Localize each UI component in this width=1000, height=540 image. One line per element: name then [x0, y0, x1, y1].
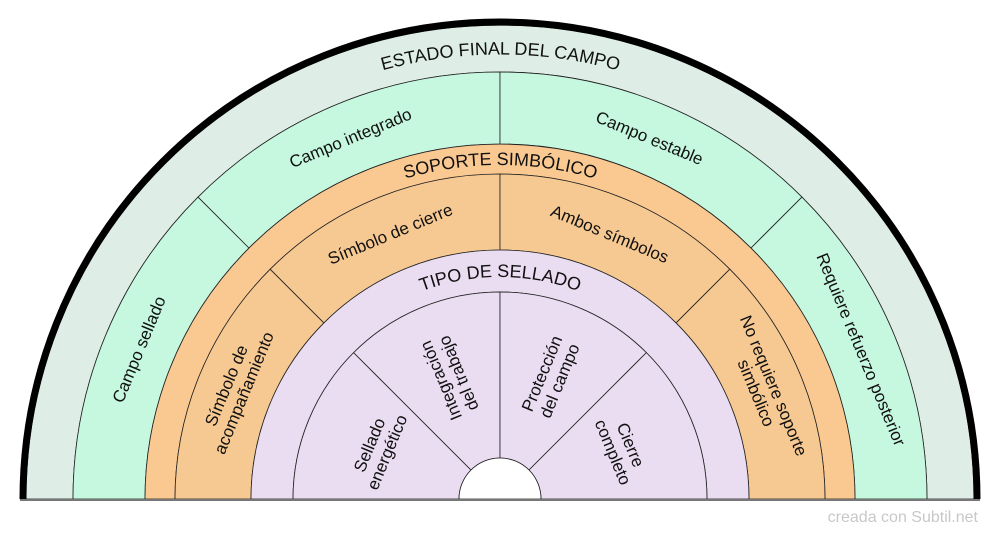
outer-border [19, 18, 981, 500]
credit-text: creada con Subtil.net [827, 509, 978, 526]
center-hole [458, 457, 542, 500]
